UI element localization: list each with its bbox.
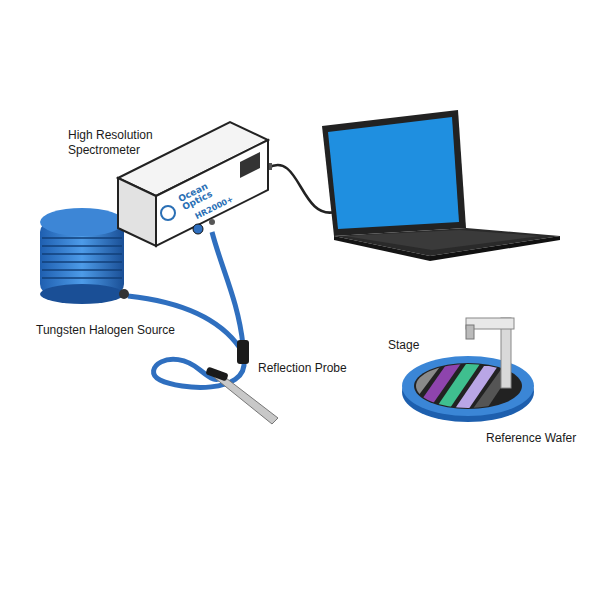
part-label: High Resolution Spectrometer [68, 128, 168, 158]
part-label: Reflection Probe [258, 361, 378, 376]
part-label: Tungsten Halogen Source [36, 323, 206, 338]
part-label: Reference Wafer [486, 431, 596, 446]
part-label: Stage [388, 338, 448, 353]
